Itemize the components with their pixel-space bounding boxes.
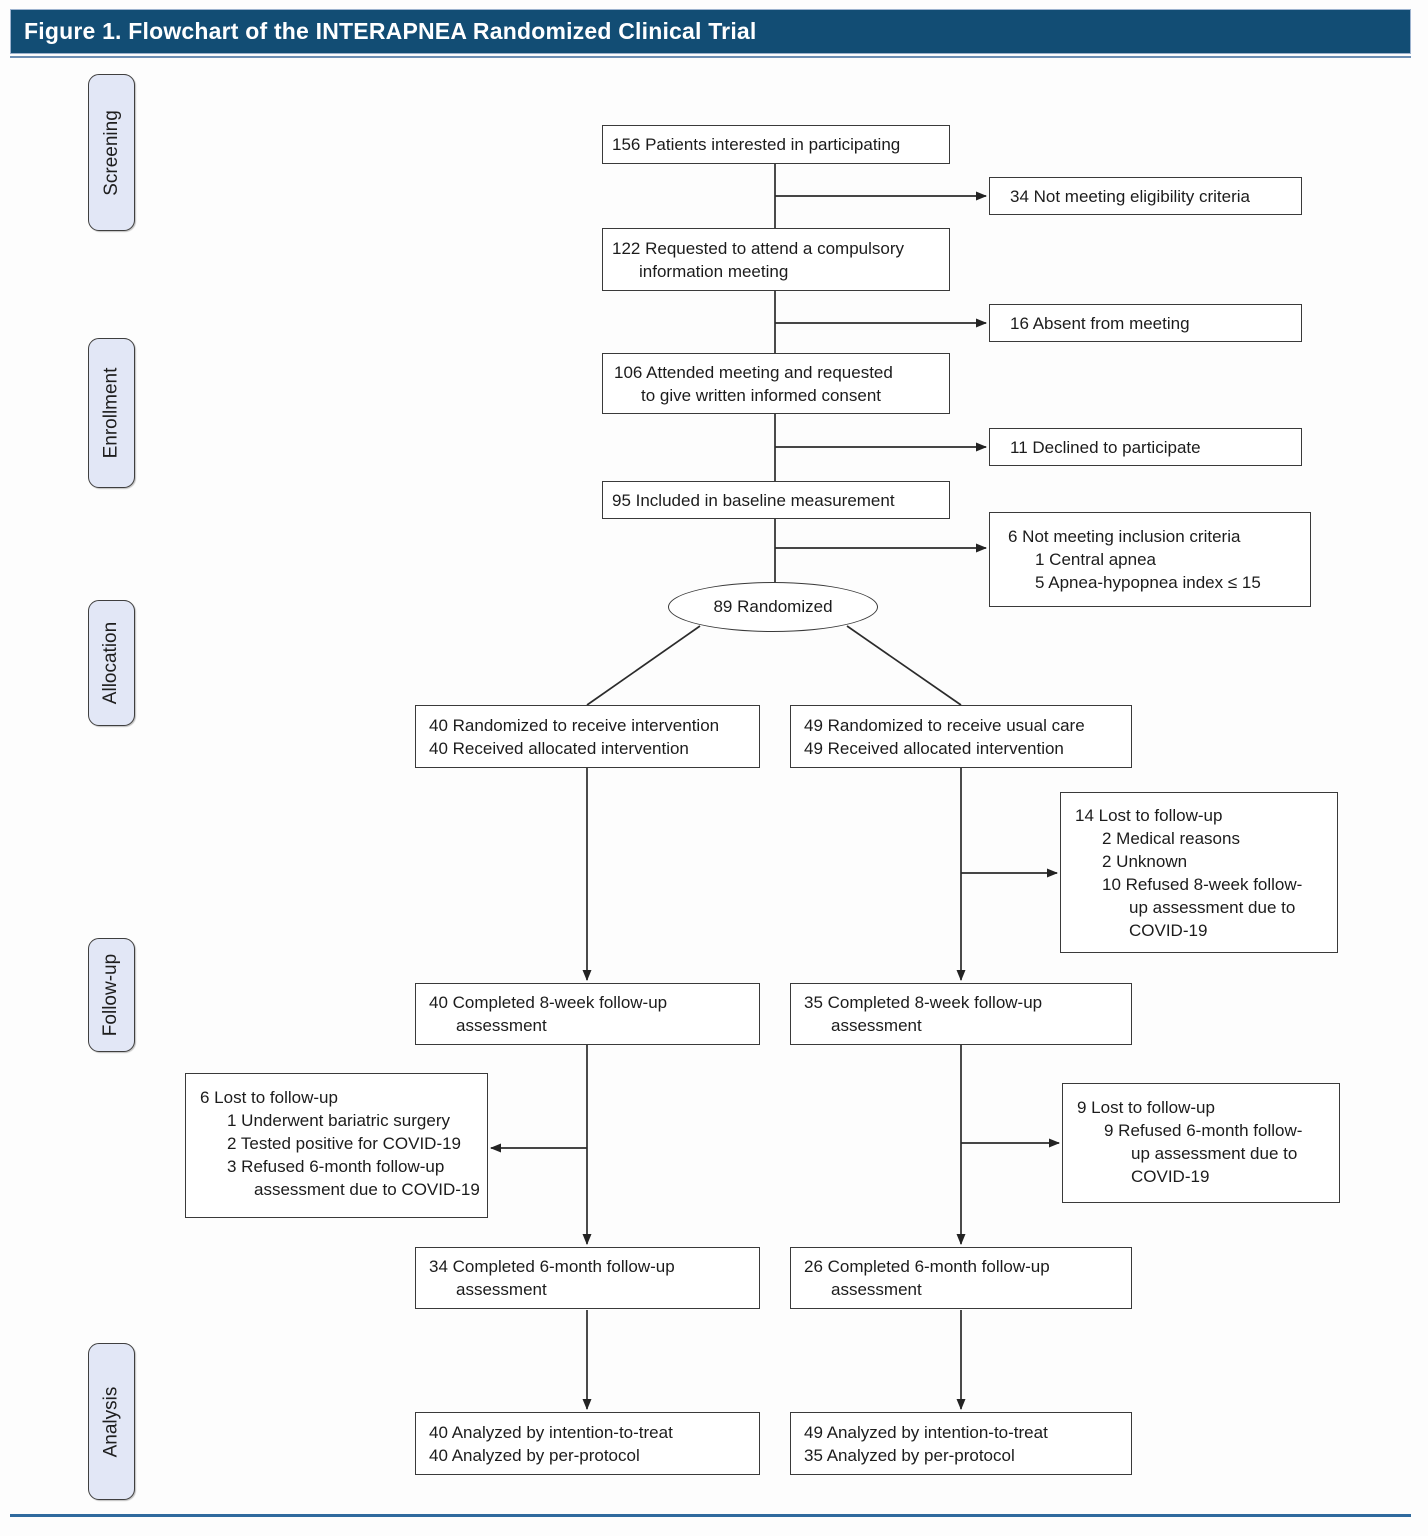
box-allocation-usual-care: 49 Randomized to receive usual care 49 Re…: [790, 705, 1132, 768]
stage-label-followup: Follow-up: [88, 938, 135, 1052]
stage-label-text: Allocation: [100, 621, 122, 705]
box-line: 40 Analyzed by intention-to-treat: [429, 1422, 673, 1442]
stage-label-text: Enrollment: [100, 367, 122, 459]
bottom-rule: [10, 1514, 1411, 1517]
box-line: 5 Apnea-hypopnea index ≤ 15: [1035, 573, 1261, 592]
box-line: 6 Lost to follow-up: [200, 1088, 338, 1107]
box-line: 1 Underwent bariatric surgery: [227, 1111, 450, 1130]
box-line: assessment: [831, 1016, 922, 1035]
box-lost-8week-usual-care: 14 Lost to follow-up 2 Medical reasons 2 U…: [1060, 792, 1338, 953]
stage-label-enrollment: Enrollment: [88, 338, 135, 488]
stage-label-text: Screening: [100, 109, 122, 196]
figure-title: Figure 1. Flowchart of the INTERAPNEA Ra…: [24, 18, 757, 44]
box-line: 49 Received allocated intervention: [804, 738, 1064, 758]
box-line: 9 Lost to follow-up: [1077, 1098, 1215, 1117]
box-line: COVID-19: [1131, 1167, 1210, 1186]
box-declined-to-participate: 11 Declined to participate: [989, 428, 1302, 466]
figure-title-bar: Figure 1. Flowchart of the INTERAPNEA Ra…: [10, 9, 1411, 54]
box-line: 16 Absent from meeting: [1010, 313, 1190, 333]
box-line: 2 Unknown: [1102, 852, 1188, 871]
stage-label-text: Follow-up: [100, 953, 122, 1037]
stage-label-analysis: Analysis: [88, 1343, 135, 1500]
box-line: up assessment due to: [1129, 898, 1296, 917]
box-line: 1 Central apnea: [1035, 550, 1156, 569]
box-line: 40 Analyzed by per-protocol: [429, 1445, 640, 1465]
stage-label-screening: Screening: [88, 74, 135, 231]
box-line: COVID-19: [1129, 921, 1208, 940]
box-requested-meeting: 122 Requested to attend a compulsory info…: [602, 228, 950, 291]
box-line: 34 Completed 6-month follow-up: [429, 1257, 675, 1276]
box-line: 40 Received allocated intervention: [429, 738, 689, 758]
box-line: 26 Completed 6-month follow-up: [804, 1257, 1050, 1276]
box-allocation-intervention: 40 Randomized to receive intervention 40 …: [415, 705, 760, 768]
box-line: 156 Patients interested in participating: [612, 135, 901, 154]
box-line: 49 Randomized to receive usual care: [804, 715, 1085, 735]
header-rule: [10, 56, 1411, 58]
box-line: 11 Declined to participate: [1010, 437, 1201, 457]
box-line: 9 Refused 6-month follow-: [1104, 1121, 1303, 1140]
stage-label-text: Analysis: [100, 1386, 122, 1457]
box-not-meeting-inclusion: 6 Not meeting inclusion criteria 1 Centra…: [989, 512, 1311, 607]
box-not-meeting-eligibility: 34 Not meeting eligibility criteria: [989, 177, 1302, 215]
box-completed-8week-usual-care: 35 Completed 8-week follow-up assessment: [790, 983, 1132, 1045]
box-line: assessment due to COVID-19: [254, 1180, 480, 1199]
stage-label-allocation: Allocation: [88, 600, 135, 726]
box-line: up assessment due to: [1131, 1144, 1298, 1163]
box-patients-interested: 156 Patients interested in participating: [602, 125, 950, 164]
box-absent-from-meeting: 16 Absent from meeting: [989, 304, 1302, 342]
box-attended-meeting: 106 Attended meeting and requested to giv…: [602, 353, 950, 414]
box-completed-6month-intervention: 34 Completed 6-month follow-up assessment: [415, 1247, 760, 1309]
box-line: 106 Attended meeting and requested: [614, 362, 893, 382]
box-line: information meeting: [639, 261, 789, 281]
box-line: 40 Randomized to receive intervention: [429, 715, 720, 735]
box-analyzed-usual-care: 49 Analyzed by intention-to-treat 35 Anal…: [790, 1412, 1132, 1475]
box-baseline-measurement: 95 Included in baseline measurement: [602, 481, 950, 519]
box-line: 2 Tested positive for COVID-19: [227, 1134, 462, 1153]
box-line: to give written informed consent: [641, 385, 882, 405]
box-line: 35 Completed 8-week follow-up: [804, 993, 1043, 1012]
randomized-label: 89 Randomized: [713, 597, 833, 616]
box-analyzed-intervention: 40 Analyzed by intention-to-treat 40 Anal…: [415, 1412, 760, 1475]
box-line: 3 Refused 6-month follow-up: [227, 1157, 445, 1176]
box-line: 35 Analyzed by per-protocol: [804, 1445, 1015, 1465]
ellipse-randomized: 89 Randomized: [668, 582, 878, 632]
box-line: 122 Requested to attend a compulsory: [612, 238, 905, 258]
box-completed-6month-usual-care: 26 Completed 6-month follow-up assessment: [790, 1247, 1132, 1309]
box-lost-6month-intervention: 6 Lost to follow-up 1 Underwent bariatric…: [185, 1073, 488, 1218]
box-line: 49 Analyzed by intention-to-treat: [804, 1422, 1048, 1442]
box-lost-6month-usual-care: 9 Lost to follow-up 9 Refused 6-month fol…: [1062, 1083, 1340, 1203]
box-line: 2 Medical reasons: [1102, 829, 1240, 848]
box-completed-8week-intervention: 40 Completed 8-week follow-up assessment: [415, 983, 760, 1045]
box-line: 95 Included in baseline measurement: [612, 490, 895, 510]
box-line: 40 Completed 8-week follow-up: [429, 993, 668, 1012]
box-line: 34 Not meeting eligibility criteria: [1010, 186, 1250, 206]
box-line: assessment: [831, 1280, 922, 1299]
box-line: 6 Not meeting inclusion criteria: [1008, 527, 1241, 546]
box-line: 10 Refused 8-week follow-: [1102, 875, 1303, 894]
box-line: assessment: [456, 1280, 547, 1299]
box-line: 14 Lost to follow-up: [1075, 806, 1223, 825]
box-line: assessment: [456, 1016, 547, 1035]
